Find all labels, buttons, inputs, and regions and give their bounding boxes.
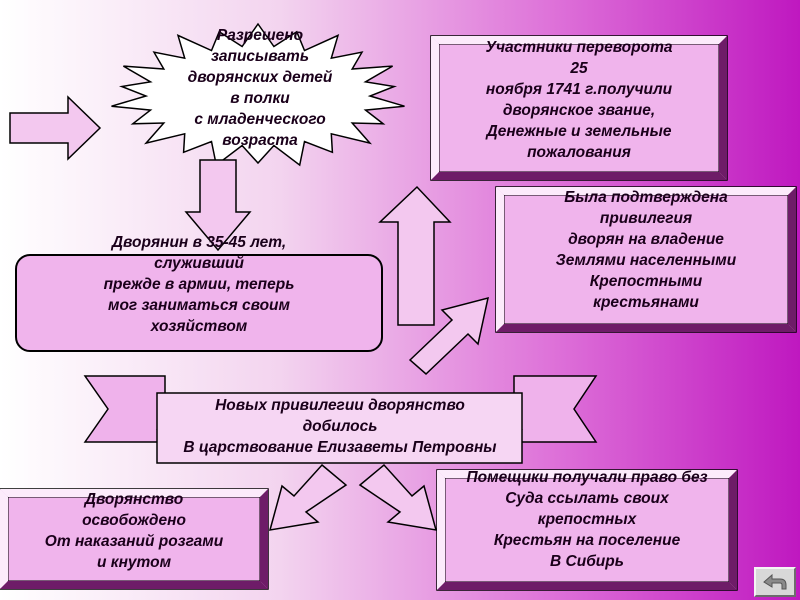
participants-text: Участники переворота 25 ноября 1741 г.по…	[485, 39, 673, 161]
privilege-box-frame	[495, 186, 797, 333]
return-button[interactable]	[754, 567, 796, 597]
privilege-text: Была подтверждена привилегия дворян на в…	[555, 189, 737, 311]
arrow-down-left-to-freed	[268, 463, 348, 531]
freed-text: Дворянство освобождено От наказаний розг…	[44, 491, 224, 571]
return-arrow-icon	[763, 573, 787, 590]
landowners-text: Помещики получали право без Суда ссылать…	[466, 469, 708, 570]
nobleman-box-frame	[15, 254, 383, 352]
arrow-up-to-participants	[378, 185, 452, 326]
landowners-box-frame	[436, 469, 738, 591]
banner-text: Новых привилегии дворянство добилось В ц…	[183, 397, 497, 456]
ribbon-banner	[83, 375, 598, 464]
nobleman-text: Дворянин в 35-45 лет, служивший прежде в…	[103, 234, 295, 335]
arrow-diagonal-to-privilege	[408, 296, 489, 376]
arrow-down-right-to-landowners	[358, 463, 438, 531]
arrow-down-to-nobleman	[184, 159, 252, 252]
starburst-shape	[111, 22, 405, 167]
participants-box-frame	[430, 35, 728, 181]
burst-text: Разрешено записывать дворянских детей в …	[187, 27, 333, 149]
arrow-right-to-burst	[9, 95, 102, 161]
freed-box-frame	[0, 488, 269, 590]
